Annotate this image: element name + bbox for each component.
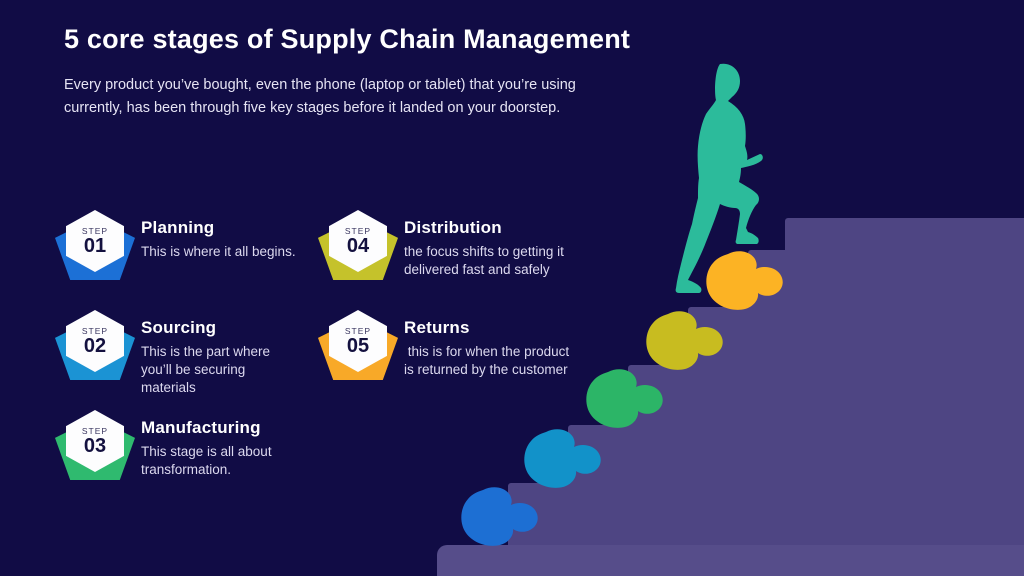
step-item-distribution: STEP 04 Distribution the focus shifts to… — [318, 210, 574, 280]
step-item-sourcing: STEP 02 Sourcing This is the part where … — [55, 310, 301, 397]
page-subtitle: Every product you’ve bought, even the ph… — [64, 77, 576, 116]
step-5-label: STEP — [344, 326, 372, 336]
step-5-badge: STEP 05 — [318, 310, 398, 380]
step-5-description: this is for when the product is returned… — [404, 344, 573, 377]
step-1-title: Planning — [141, 218, 215, 237]
step-1-badge: STEP 01 — [55, 210, 135, 280]
step-item-returns: STEP 05 Returns this is for when the pro… — [318, 310, 574, 380]
step-4-badge: STEP 04 — [318, 210, 398, 280]
step-3-badge: STEP 03 — [55, 410, 135, 480]
step-4-text: Distribution the focus shifts to getting… — [404, 210, 574, 279]
step-1-text: Planning This is where it all begins. — [141, 210, 301, 261]
step-3-title: Manufacturing — [141, 418, 261, 437]
step-5-number: 05 — [346, 335, 370, 357]
step-4-label: STEP — [344, 226, 372, 236]
blob-shape-orange — [706, 251, 783, 310]
step-2-badge: STEP 02 — [55, 310, 135, 380]
step-3-label: STEP — [81, 426, 109, 436]
person-silhouette — [675, 63, 763, 294]
step-3-number: 03 — [83, 435, 107, 457]
blob-shape-blue — [461, 487, 538, 546]
step-1-number: 01 — [83, 235, 107, 257]
step-1-label: STEP — [81, 226, 109, 236]
step-4-description: the focus shifts to getting it delivered… — [404, 244, 568, 277]
page-title: 5 core stages of Supply Chain Management — [64, 24, 631, 54]
blob-step-4 — [646, 311, 723, 370]
blob-step-5 — [706, 251, 783, 310]
step-5-title: Returns — [404, 318, 470, 337]
step-3-description: This stage is all about transformation. — [141, 444, 276, 477]
blob-step-2 — [524, 429, 601, 488]
step-5-text: Returns this is for when the product is … — [404, 310, 574, 379]
step-4-number: 04 — [346, 235, 370, 257]
step-item-planning: STEP 01 Planning This is where it all be… — [55, 210, 301, 280]
step-4-title: Distribution — [404, 218, 502, 237]
climbing-person-illustration — [675, 63, 763, 294]
step-2-title: Sourcing — [141, 318, 217, 337]
step-item-manufacturing: STEP 03 Manufacturing This stage is all … — [55, 410, 301, 480]
step-3-text: Manufacturing This stage is all about tr… — [141, 410, 301, 479]
blob-shape-olive — [646, 311, 723, 370]
blob-shape-green — [586, 369, 663, 428]
step-2-label: STEP — [81, 326, 109, 336]
step-2-description: This is the part where you’ll be securin… — [141, 344, 274, 395]
step-2-number: 02 — [83, 335, 107, 357]
blob-step-3 — [586, 369, 663, 428]
stair-step-bottom — [437, 545, 1024, 576]
blob-shape-cyan — [524, 429, 601, 488]
blob-step-1 — [461, 487, 538, 546]
step-2-text: Sourcing This is the part where you’ll b… — [141, 310, 301, 397]
step-1-description: This is where it all begins. — [141, 244, 296, 259]
